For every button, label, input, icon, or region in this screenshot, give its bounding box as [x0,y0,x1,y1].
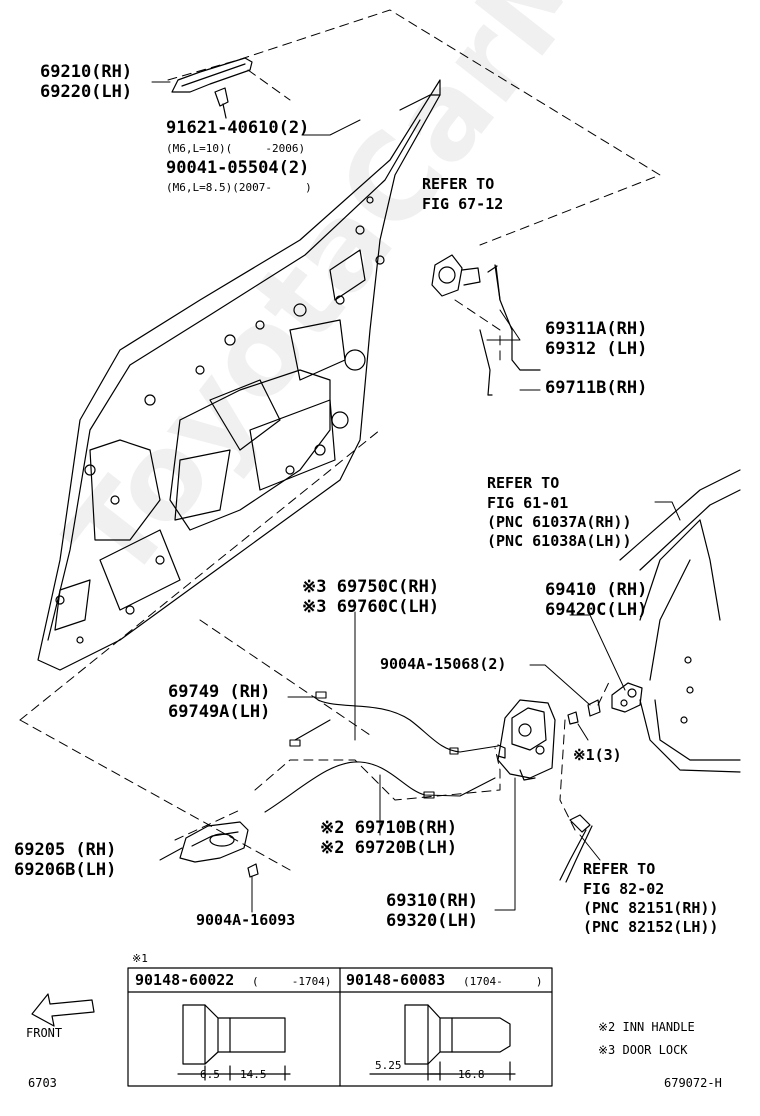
wire-harness [559,814,593,883]
refer-61-pnc2: (PNC 61038A(LH)) [487,532,632,550]
table-col2-range: (1704- ) [463,975,543,988]
clip-table-frame [127,967,553,1087]
lock-rods [479,265,541,396]
label-striker-rh: 69410 (RH) [545,580,648,600]
label-rod-lh: 69312 (LH) [545,339,648,359]
cables [264,691,499,813]
page-code: 6703 [28,1076,57,1090]
label-rod2-rh: 69711B(RH) [545,378,648,398]
outer-handle [171,57,253,119]
label-note1-count: ※1(3) [573,746,622,764]
refer-61-line1: REFER TO [487,474,560,492]
label-screw-b: 90041-05504(2) [166,158,310,178]
refer-82-line1: REFER TO [583,860,656,878]
label-striker-lh: 69420C(LH) [545,600,648,620]
refer-61-line2: FIG 61-01 [487,494,569,512]
label-cable-inn-lh: ※2 69720B(LH) [320,838,458,858]
legend-note3: ※3 DOOR LOCK [598,1043,688,1057]
figure-code: 679072-H [664,1076,722,1090]
table-dim-b: 14.5 [240,1068,267,1081]
refer-67-line2: FIG 67-12 [422,195,504,213]
door-lock [497,699,556,781]
table-note-mark: ※1 [132,952,148,965]
legend-note2: ※2 INN HANDLE [598,1020,695,1034]
label-screw-b-note: (M6,L=8.5)(2007- ) [166,181,312,194]
rod-arrow [494,264,501,301]
table-dim-a: 6.5 [200,1068,220,1081]
label-screw-d: 9004A-16093 [196,911,296,929]
label-screw-c: 9004A-15068(2) [380,655,507,673]
label-inner-handle-rh: 69205 (RH) [14,840,117,860]
label-cable-lock-rh: ※3 69750C(RH) [302,577,440,597]
refer-61-pnc1: (PNC 61037A(RH)) [487,513,632,531]
inner-handle [179,821,249,863]
label-outer-handle-lh: 69220(LH) [40,82,133,102]
label-screw-a: 91621-40610(2) [166,118,310,138]
label-lock-rh: 69310(RH) [386,891,479,911]
label-cable-lock-lh: ※3 69760C(LH) [302,597,440,617]
door-panel [37,79,441,671]
label-outer-handle-rh: 69210(RH) [40,62,133,82]
dashed-outline [19,9,661,871]
screws [247,699,601,878]
table-col1-range: ( -1704) [252,975,332,988]
refer-67-line1: REFER TO [422,175,495,193]
clip-drawing-2 [369,1004,516,1081]
table-dim-d: 16.8 [458,1068,485,1081]
table-col1-part: 90148-60022 [135,971,235,989]
clip-drawing-1 [177,1004,291,1081]
label-clip-lh: 69749A(LH) [168,702,271,722]
label-cable-inn-rh: ※2 69710B(RH) [320,818,458,838]
front-arrow-icon [31,993,95,1027]
label-screw-a-note: (M6,L=10)( -2006) [166,142,306,155]
table-col2-part: 90148-60083 [346,971,446,989]
leader-lines [151,81,681,913]
body-pillar [619,469,741,773]
label-rod-rh: 69311A(RH) [545,319,648,339]
label-inner-handle-lh: 69206B(LH) [14,860,117,880]
refer-82-pnc2: (PNC 82152(LH)) [583,918,719,936]
table-dim-c: 5.25 [375,1059,402,1072]
lock-cylinder [431,254,498,297]
refer-82-line2: FIG 82-02 [583,880,665,898]
front-label: FRONT [26,1026,63,1040]
label-lock-lh: 69320(LH) [386,911,479,931]
striker [611,682,643,713]
refer-82-pnc1: (PNC 82151(RH)) [583,899,719,917]
label-clip-rh: 69749 (RH) [168,682,271,702]
